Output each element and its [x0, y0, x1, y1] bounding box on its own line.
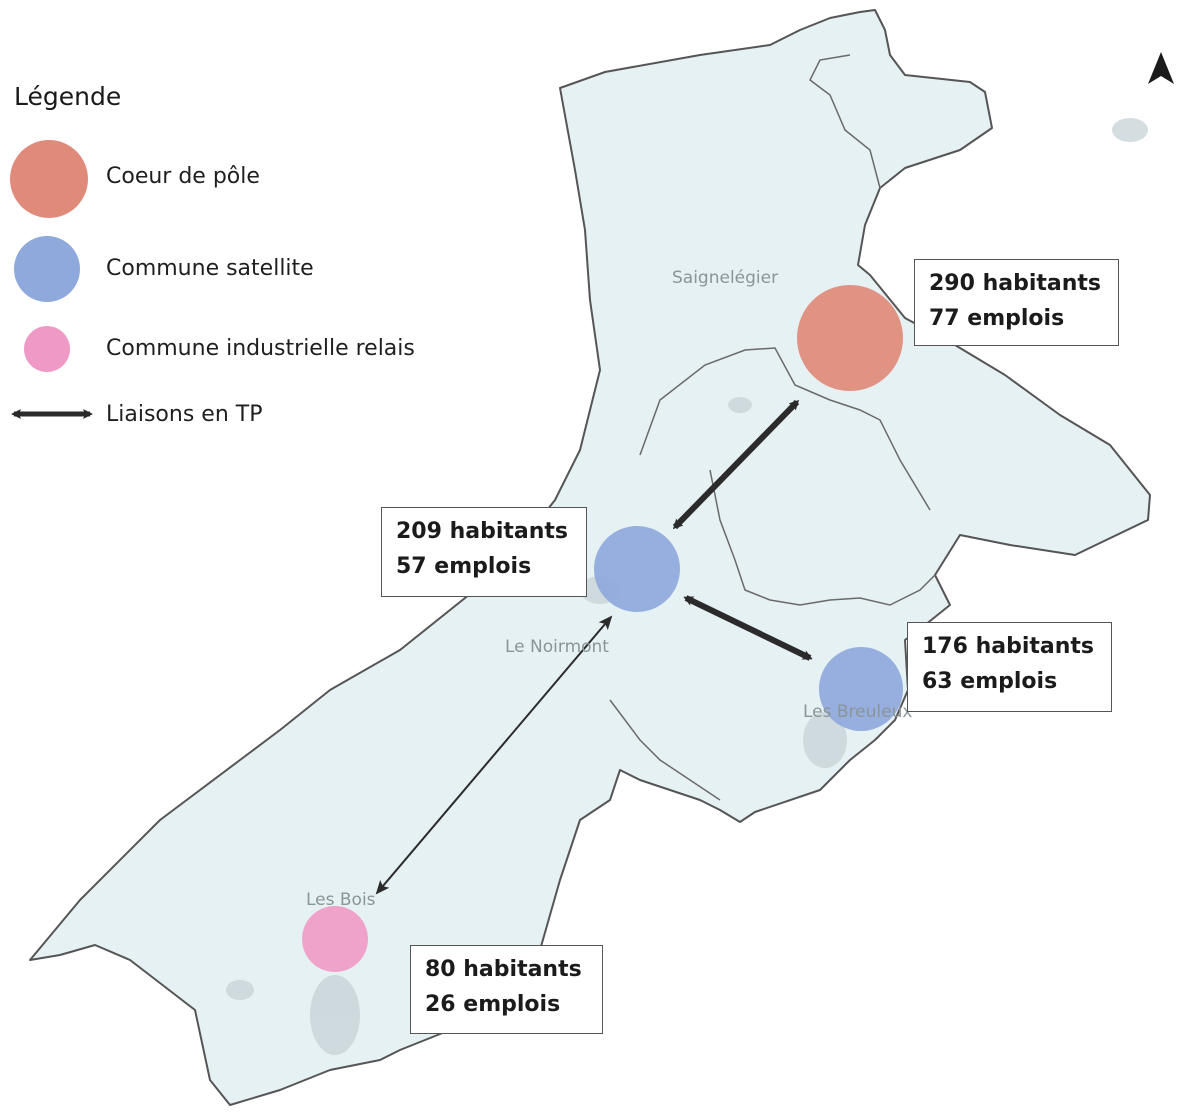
legend-swatch-satellite — [14, 236, 80, 302]
info-habitants: 176 habitants — [922, 634, 1095, 659]
info-box-saignelegier: 290 habitants 77 emplois — [914, 259, 1119, 346]
info-emplois: 77 emplois — [929, 306, 1065, 331]
circle-les-bois — [302, 906, 368, 972]
north-arrow-icon — [1148, 52, 1174, 84]
legend-label: Liaisons en TP — [106, 402, 263, 427]
circle-saignelegier — [797, 285, 903, 391]
legend-label: Commune industrielle relais — [106, 336, 415, 361]
place-label-le-noirmont: Le Noirmont — [505, 637, 609, 657]
place-label-les-bois: Les Bois — [306, 890, 376, 910]
legend-item-commune-industrielle: Commune industrielle relais — [0, 326, 440, 406]
legend-swatch-industrielle — [24, 326, 70, 372]
commune-border-noirmont — [609, 699, 721, 801]
circle-le-noirmont — [594, 526, 680, 612]
legend-item-commune-satellite: Commune satellite — [0, 234, 440, 314]
info-habitants: 290 habitants — [929, 271, 1102, 296]
legend-label: Commune satellite — [106, 256, 314, 281]
district-territory — [29, 9, 1151, 1106]
link-saignelegier-noirmont — [672, 399, 800, 530]
commune-border-saignelegier — [639, 347, 931, 511]
info-emplois: 26 emplois — [425, 992, 561, 1017]
legend-item-coeur-de-pole: Coeur de pôle — [0, 138, 440, 218]
place-label-saignelegier: Saignelégier — [672, 268, 779, 288]
info-habitants: 209 habitants — [396, 519, 569, 544]
link-noirmont-lesbois — [375, 615, 613, 895]
circle-les-breuleux — [819, 647, 903, 731]
info-box-les-breuleux: 176 habitants 63 emplois — [907, 622, 1112, 712]
legend-title: Légende — [14, 82, 122, 111]
link-noirmont-breuleux — [683, 595, 813, 661]
legend-label: Coeur de pôle — [106, 164, 260, 189]
place-label-les-breuleux: Les Breuleux — [803, 702, 913, 722]
info-habitants: 80 habitants — [425, 957, 582, 982]
info-box-les-bois: 80 habitants 26 emplois — [410, 945, 603, 1034]
info-emplois: 63 emplois — [922, 669, 1058, 694]
info-emplois: 57 emplois — [396, 554, 532, 579]
commune-border-north — [809, 54, 881, 189]
legend-item-liaisons: Liaisons en TP — [0, 400, 440, 480]
info-box-le-noirmont: 209 habitants 57 emplois — [381, 507, 587, 597]
legend-swatch-coeur — [10, 140, 88, 218]
